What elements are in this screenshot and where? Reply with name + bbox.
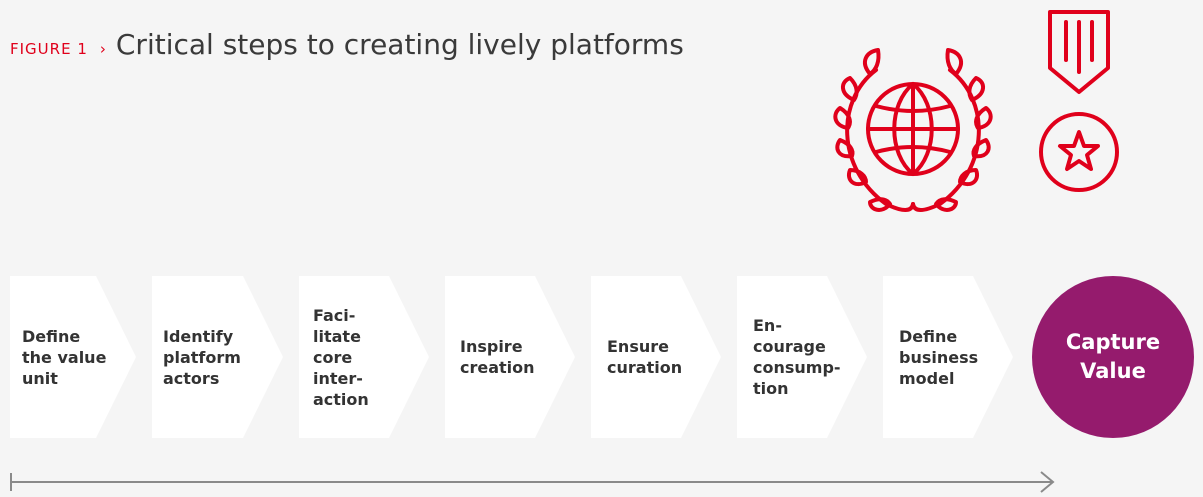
figure-header: FIGURE 1 › Critical steps to creating li…	[10, 28, 684, 61]
step-shape-7	[883, 276, 1013, 438]
step-6-label: En- courage consump- tion	[753, 316, 841, 398]
step-5-label: Ensure curation	[607, 337, 683, 377]
step-shape-6	[737, 276, 867, 438]
chevron-right-icon: ›	[99, 40, 106, 58]
step-shape-4	[445, 276, 575, 438]
step-shape-1	[10, 276, 136, 438]
figure-title: Critical steps to creating lively platfo…	[115, 28, 684, 61]
step-shape-5	[591, 276, 721, 438]
step-4-label: Inspire creation	[460, 337, 535, 377]
step-shape-3	[299, 276, 429, 438]
figure-label: FIGURE 1	[10, 40, 88, 58]
capture-value-label: Capture Value	[1065, 330, 1161, 383]
step-shape-2	[152, 276, 283, 438]
step-3-label: Faci- litate core inter- action	[313, 305, 369, 409]
medal-star-icon	[1039, 10, 1119, 192]
step-1-label: Define the value unit	[22, 326, 107, 388]
capture-value-circle: Capture Value	[1032, 276, 1194, 438]
globe-laurel-icon	[833, 10, 1119, 212]
step-7-label: Define business model	[899, 326, 979, 388]
step-2-label: Identify platform actors	[163, 326, 241, 388]
